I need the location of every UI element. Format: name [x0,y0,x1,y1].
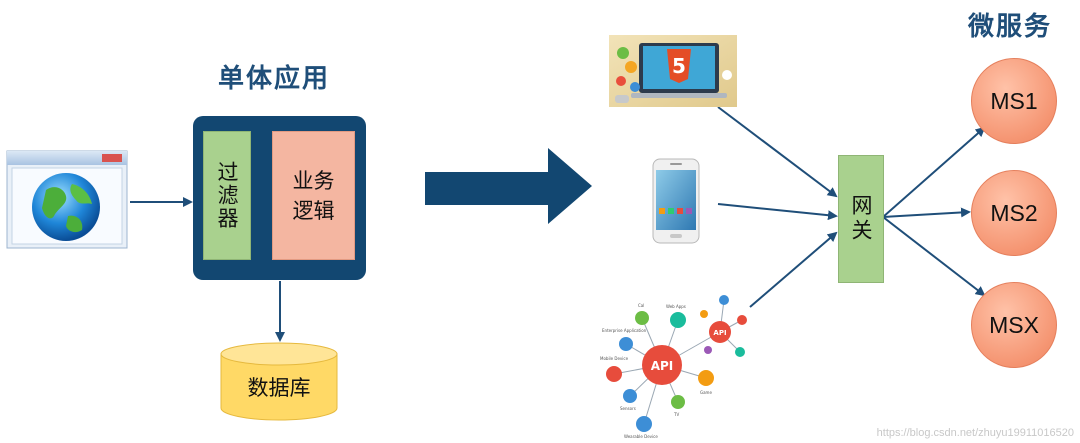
database-icon [220,342,338,421]
gateway-box: 网关 [838,155,884,283]
api-to-gateway-arrow [749,231,838,308]
big-transition-arrow [425,148,592,224]
api-node-label: Enterprise Application [602,328,647,333]
business-logic-box: 业务逻辑 [272,131,355,260]
html5-laptop-image: 5 [609,35,737,107]
html5-badge-text: 5 [672,54,686,78]
api-center-label: API [651,359,674,373]
gateway-to-ms1-arrow [882,126,986,218]
api-hub-graphic: API API Cal Web Apps Enterprise Applicat… [600,295,747,439]
msx-circle: MSX [971,282,1057,368]
smartphone-image [652,158,700,244]
api-node-label: Wearable Device [624,434,658,439]
browser-window-icon [6,150,128,249]
microservices-title: 微服务 [968,12,1053,42]
api-node-label: Mobile Device [600,356,629,361]
html5-to-gateway-arrow [717,106,838,198]
monolith-title: 单体应用 [218,64,331,94]
api-node-label: Web Apps [666,304,686,309]
business-logic-label: 业务逻辑 [292,168,335,223]
database-cylinder: 数据库 [220,342,338,422]
filter-box: 过滤器 [203,131,251,260]
api-node-label: Cal [638,303,644,308]
ms2-circle: MS2 [971,170,1057,256]
api-node-label: TV [673,412,679,417]
api-node-label: Sensors [620,406,636,411]
gateway-to-ms2-arrow [882,207,971,218]
database-label: 数据库 [247,376,311,400]
api-secondary-label: API [713,329,726,337]
gateway-to-msx-arrow [882,216,986,297]
watermark-text: https://blog.csdn.net/zhuyu19911016520 [876,427,1074,439]
ms1-circle: MS1 [971,58,1057,144]
api-node-label: Game [700,390,712,395]
phone-to-gateway-arrow [717,203,838,221]
